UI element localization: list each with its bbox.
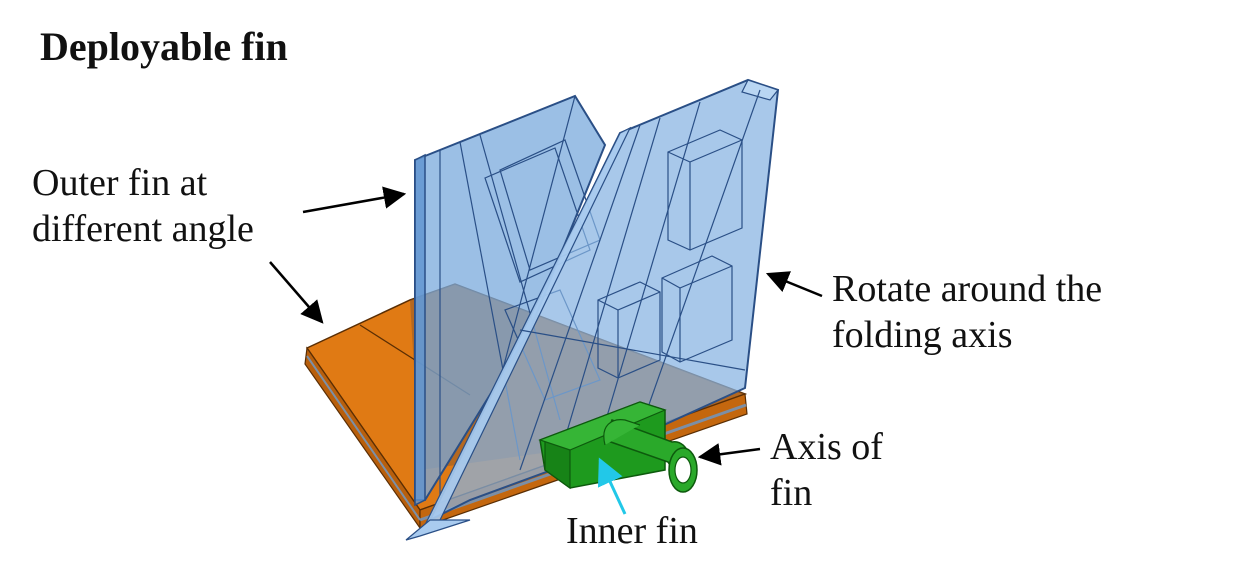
inner-fin-hinge	[538, 401, 698, 493]
axis-label: Axis of fin	[770, 424, 883, 516]
rotate-label-line-1: Rotate around the	[832, 268, 1103, 310]
outer-fin-arrow-1	[302, 186, 407, 214]
axis-label-line-1: Axis of	[770, 426, 883, 468]
axis-label-line-2: fin	[770, 472, 813, 514]
outer-fin-label-line-2: different angle	[32, 208, 254, 250]
rotate-label-line-2: folding axis	[832, 314, 1013, 356]
outer-fin-label: Outer fin at different angle	[32, 160, 254, 252]
rotate-arrow	[765, 271, 823, 298]
diagram-title: Deployable fin	[40, 24, 288, 69]
outer-fin-label-line-1: Outer fin at	[32, 162, 208, 204]
outer-fin-panel-left	[414, 94, 607, 507]
rotate-label: Rotate around the folding axis	[832, 266, 1102, 358]
axis-arrow	[697, 443, 761, 466]
outer-fin-arrow-2	[269, 261, 324, 324]
outer-fin-panel-right	[405, 78, 780, 541]
inner-fin-arrow	[597, 457, 627, 515]
inner-fin-label: Inner fin	[566, 510, 698, 552]
